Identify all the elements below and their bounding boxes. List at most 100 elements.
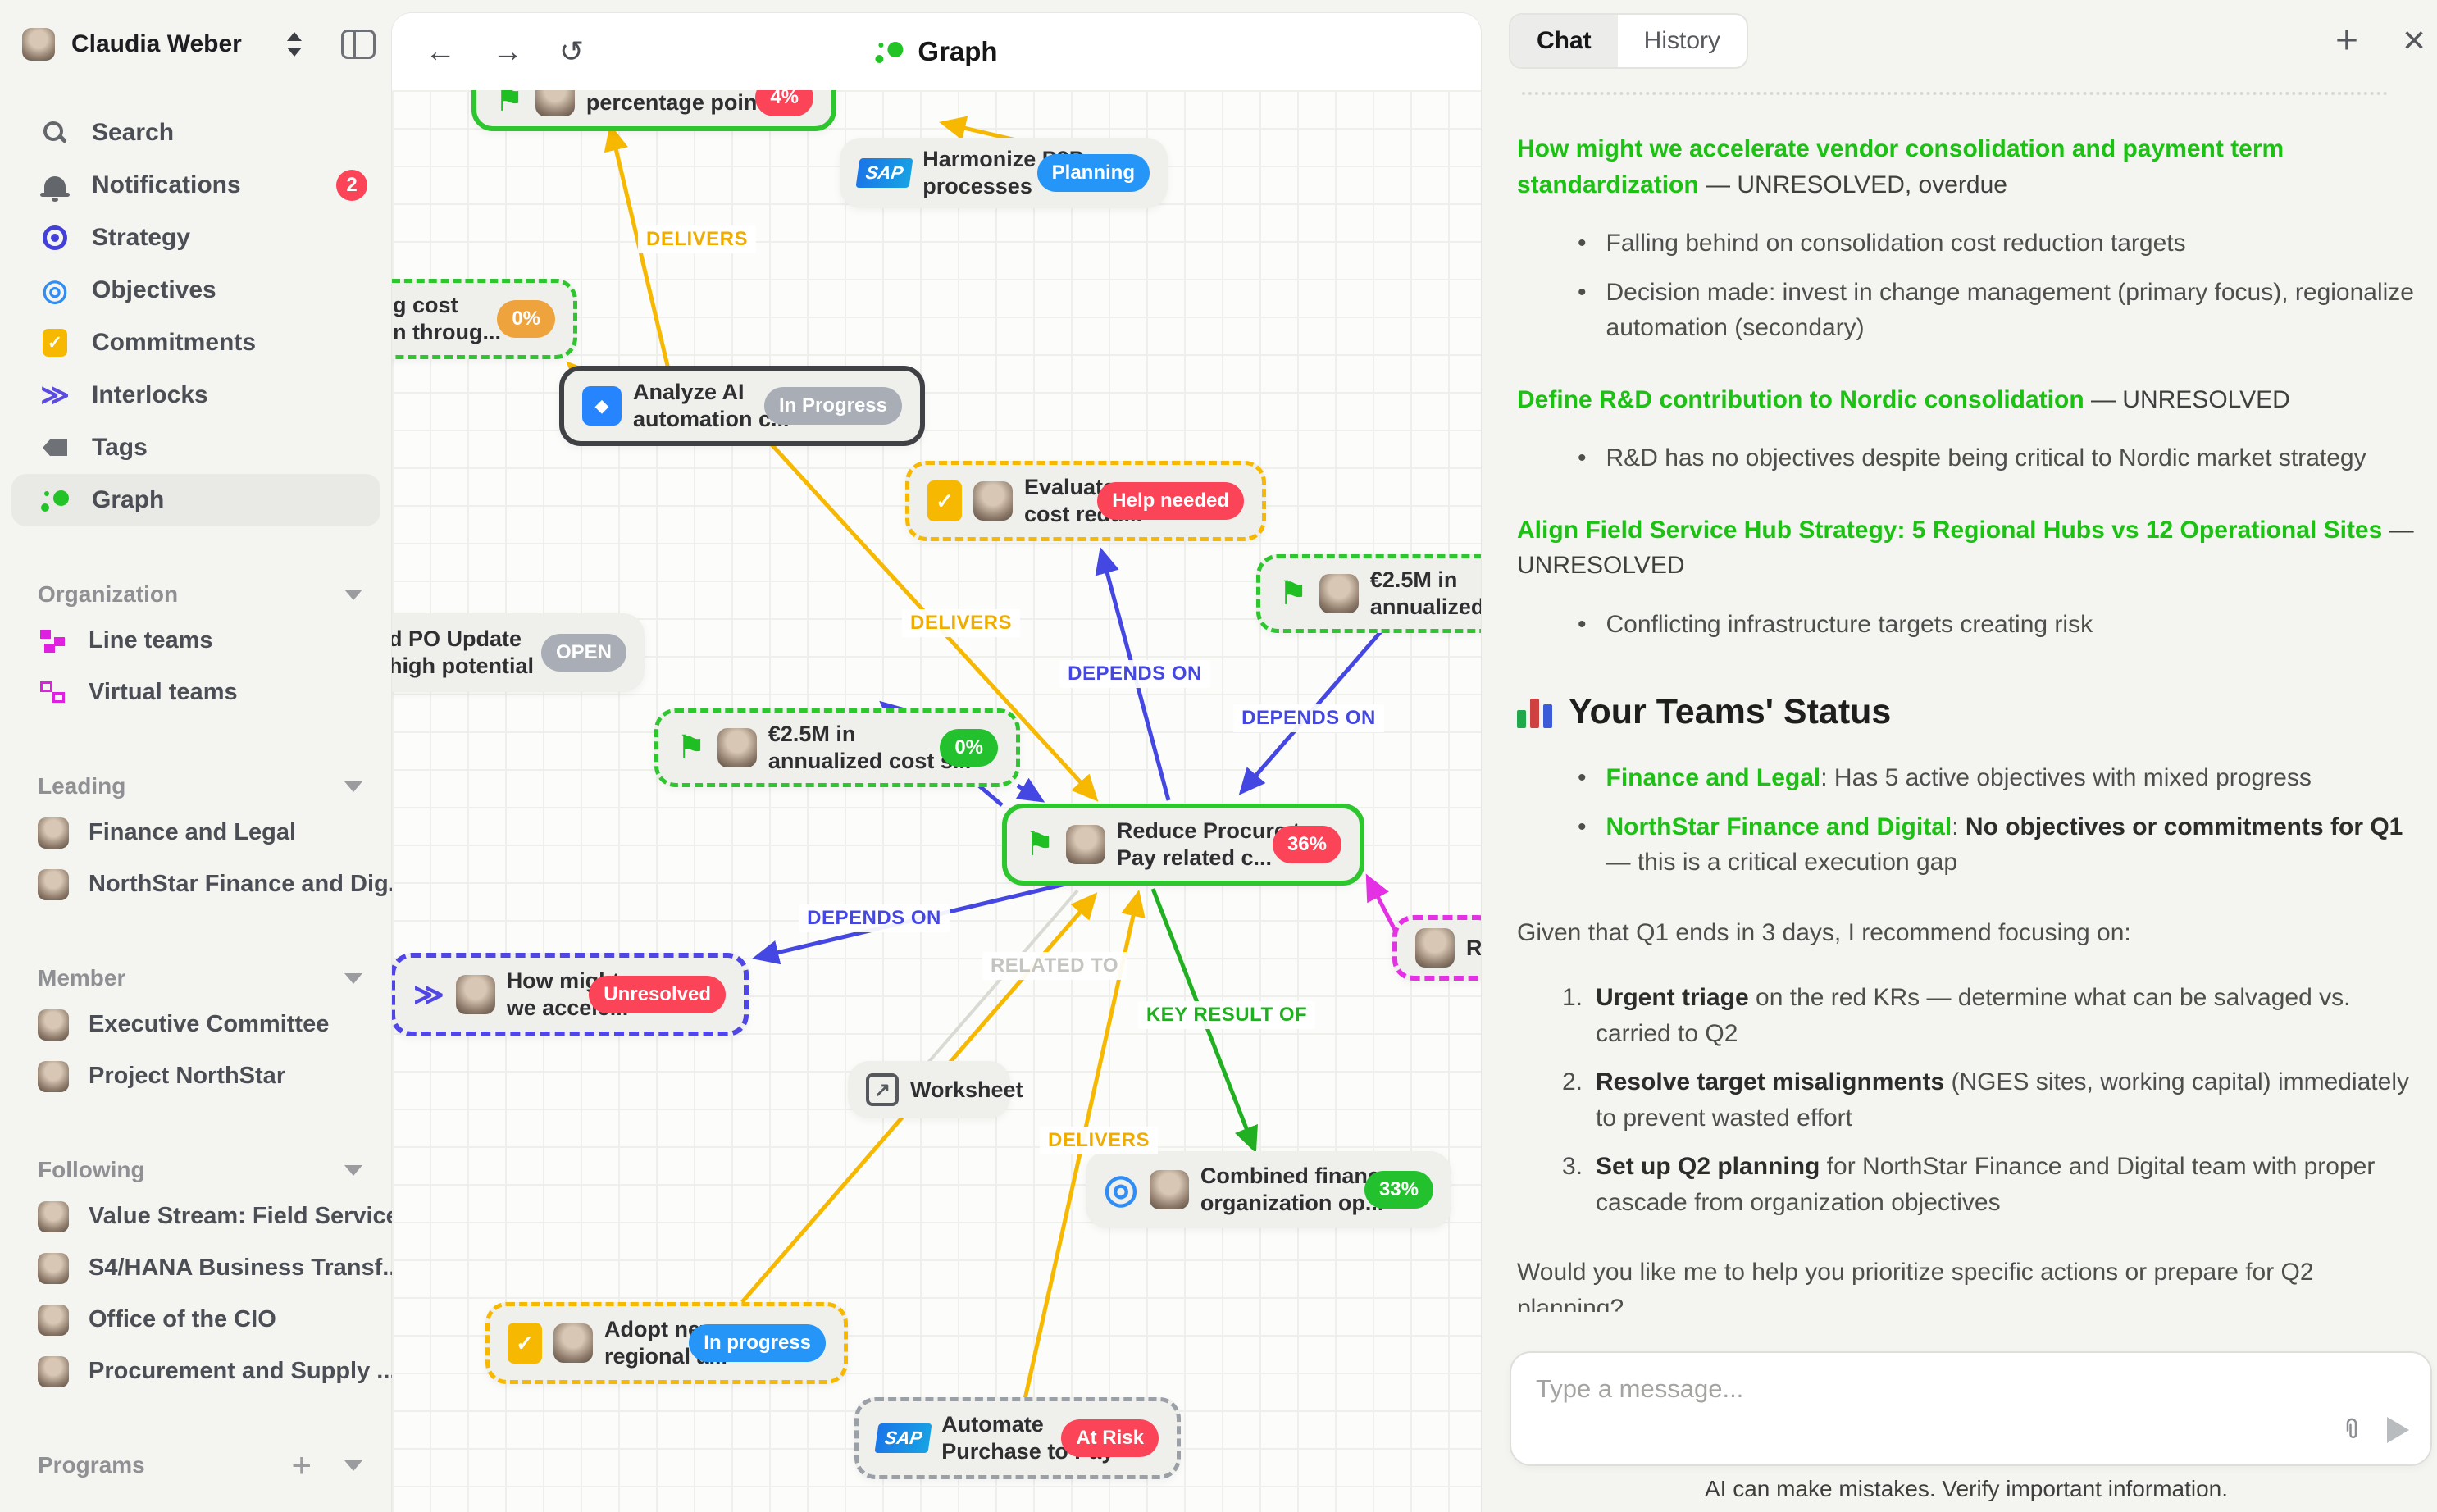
sidebar-item-interlocks[interactable]: Interlocks: [0, 369, 392, 421]
sidebar-item-objectives[interactable]: Objectives: [0, 264, 392, 317]
search-glyph: [43, 121, 67, 145]
avatar: [38, 868, 69, 900]
section-header-programs[interactable]: Programs+: [0, 1445, 392, 1486]
tab-history[interactable]: History: [1643, 27, 1721, 54]
close-icon[interactable]: [2403, 21, 2426, 61]
sidebar-item[interactable]: Virtual teams: [0, 667, 392, 718]
sidebar-item-label: Value Stream: Field Service: [89, 1203, 399, 1229]
sidebar-item[interactable]: Line teams: [0, 615, 392, 667]
section-header-following[interactable]: Following: [0, 1150, 392, 1191]
forward-button[interactable]: [492, 36, 523, 67]
history-icon[interactable]: [559, 36, 584, 67]
chevron-down-icon[interactable]: [344, 781, 362, 792]
node-title-line: Pay related c...: [1116, 845, 1272, 870]
sidebar-item[interactable]: Procurement and Supply ...: [0, 1346, 396, 1397]
chat-link[interactable]: NorthStar Finance and Digital: [1606, 813, 1952, 840]
virtual-teams-icon: [38, 681, 69, 704]
strategy-glyph: [43, 225, 67, 250]
edge-label: DELIVERS: [637, 225, 757, 253]
chat-link[interactable]: Finance and Legal: [1606, 764, 1821, 792]
sidebar-item-commitments[interactable]: Commitments: [0, 317, 392, 369]
chevron-down-icon[interactable]: [344, 1460, 362, 1471]
bullet-marker: •: [1578, 230, 1587, 257]
chat-message-area[interactable]: How might we accelerate vendor consolida…: [1517, 82, 2421, 1312]
attachment-icon[interactable]: [2339, 1415, 2364, 1445]
node-percentage-point[interactable]: ⚑percentage point ...4%: [471, 90, 836, 131]
chevron-down-icon[interactable]: [344, 972, 362, 984]
node-title-line: processes: [922, 174, 1032, 198]
sidebar-item-label: Notifications: [92, 171, 241, 198]
chat-section-heading: Your Teams' Status: [1517, 686, 2421, 737]
chevron-down-icon[interactable]: [344, 589, 362, 600]
sidebar-item-label: Office of the CIO: [89, 1306, 276, 1332]
tab-chat[interactable]: Chat: [1510, 15, 1618, 67]
chat-link[interactable]: Define R&D contribution to Nordic consol…: [1517, 385, 2084, 413]
node-worksheet[interactable]: ↗Worksheet: [848, 1061, 1023, 1118]
back-button[interactable]: [425, 36, 456, 67]
list-item: •Finance and Legal: Has 5 active objecti…: [1578, 760, 2421, 796]
message-input[interactable]: [1511, 1353, 2430, 1464]
avatar: [38, 1304, 69, 1336]
sidebar-item-strategy[interactable]: Strategy: [0, 212, 392, 264]
sidebar-item-graph[interactable]: Graph: [11, 474, 380, 526]
interlocks-glyph: [40, 381, 70, 409]
history-nav: [425, 36, 584, 67]
status-badge: 4%: [755, 90, 813, 116]
sidebar-item-tags[interactable]: Tags: [0, 421, 392, 474]
chevron-down-icon[interactable]: [344, 1164, 362, 1176]
sidebar-item[interactable]: S4/HANA Business Transf...: [0, 1242, 402, 1294]
section-header-member[interactable]: Member: [0, 958, 392, 999]
avatar: [38, 1009, 69, 1041]
add-program-button[interactable]: +: [291, 1446, 312, 1484]
user-menu[interactable]: Claudia Weber: [22, 28, 376, 61]
node-ros[interactable]: Ros: [1392, 915, 1481, 981]
sidebar-item[interactable]: Finance and Legal: [0, 807, 392, 858]
chat-link[interactable]: Align Field Service Hub Strategy: 5 Regi…: [1517, 516, 2383, 544]
node-title-line: Analyze AI: [633, 380, 745, 405]
sidebar-item[interactable]: Project NorthStar: [0, 1050, 392, 1102]
sidebar-item[interactable]: Executive Committee: [0, 999, 392, 1050]
send-icon[interactable]: [2387, 1417, 2409, 1443]
sidebar-item-label: NorthStar Finance and Dig...: [89, 871, 408, 897]
chat-link[interactable]: How might we accelerate vendor consolida…: [1517, 135, 2284, 198]
status-badge: In progress: [689, 1324, 826, 1362]
sidebar-item[interactable]: Value Stream: Field Service: [0, 1191, 399, 1242]
section-header-leading[interactable]: Leading: [0, 766, 392, 807]
node-title-line: Harmonize P2P: [922, 147, 1084, 172]
sidebar-item-label: Line teams: [89, 627, 213, 654]
sidebar-toggle-icon[interactable]: [341, 30, 376, 59]
sidebar-item[interactable]: NorthStar Finance and Dig...: [0, 858, 408, 910]
list-item-text: Resolve target misalignments (NGES sites…: [1596, 1064, 2421, 1136]
new-chat-button[interactable]: [2335, 21, 2358, 61]
sidebar-item-search[interactable]: Search: [0, 107, 392, 159]
bar: [1517, 710, 1526, 729]
sidebar-item-label: Interlocks: [92, 381, 208, 408]
sidebar-item[interactable]: Office of the CIO: [0, 1294, 392, 1346]
chat-text: Urgent triage: [1596, 984, 1749, 1012]
avatar: [1149, 1170, 1189, 1209]
section-header-organization[interactable]: Organization: [0, 574, 392, 615]
chevron-up-down-icon[interactable]: [284, 30, 305, 58]
sidebar-item-label: Tags: [92, 434, 148, 461]
virtual-teams-glyph: [40, 681, 66, 704]
